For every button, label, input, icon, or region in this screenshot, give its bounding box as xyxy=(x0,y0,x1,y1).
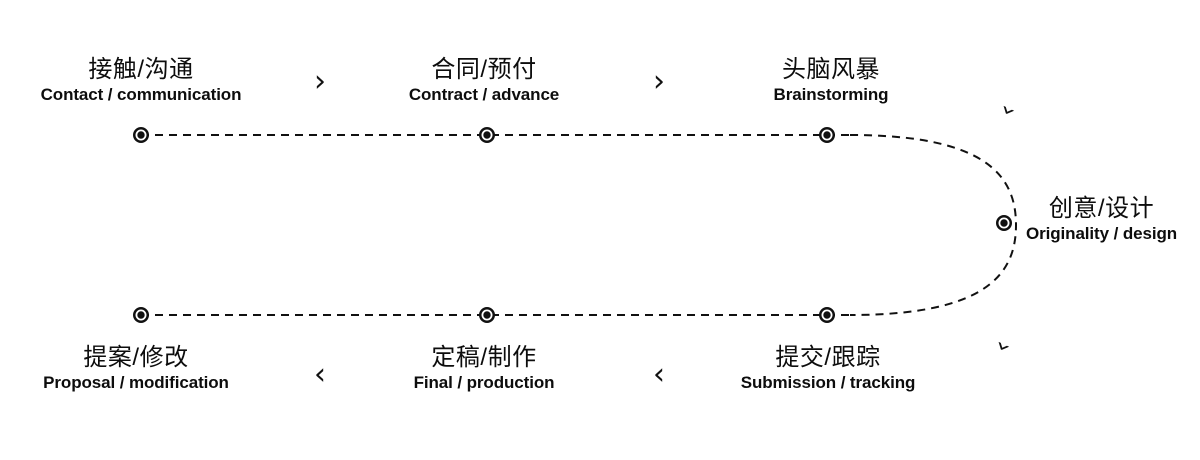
node-core-dot xyxy=(138,312,144,318)
flow-node-3[interactable] xyxy=(819,127,835,143)
chevron-right-2: › xyxy=(653,64,665,99)
node-white-ring xyxy=(481,309,493,321)
step-label-en: Proposal / modification xyxy=(43,372,229,392)
flow-node-7[interactable] xyxy=(133,307,149,323)
dashed-flow-path xyxy=(141,134,1018,316)
node-white-ring xyxy=(481,129,493,141)
flow-node-6[interactable] xyxy=(479,307,495,323)
chevron-left-2: ‹ xyxy=(314,357,326,392)
node-white-ring xyxy=(821,129,833,141)
flow-node-4[interactable] xyxy=(996,215,1012,231)
node-core-dot xyxy=(824,132,830,138)
flow-node-1[interactable] xyxy=(133,127,149,143)
step-label-cn: 创意/设计 xyxy=(1048,195,1155,222)
chevron-right-1: › xyxy=(314,64,326,99)
step-label-en: Submission / tracking xyxy=(740,372,916,392)
step-label-cn: 合同/预付 xyxy=(431,56,537,83)
flow-node-2[interactable] xyxy=(479,127,495,143)
node-core-dot xyxy=(1001,220,1007,226)
node-core-dot xyxy=(824,312,830,318)
node-markers xyxy=(133,127,1012,323)
step-label-en: Contract / advance xyxy=(408,84,560,104)
step-label-en: Contact / communication xyxy=(40,84,242,104)
node-white-ring xyxy=(998,217,1010,229)
step-label-cn: 提交/跟踪 xyxy=(775,344,881,371)
step-label-cn: 接触/沟通 xyxy=(88,56,194,83)
node-white-ring xyxy=(821,309,833,321)
step-label-cn: 头脑风暴 xyxy=(781,56,880,83)
step-label-cn: 定稿/制作 xyxy=(431,344,537,371)
node-white-ring xyxy=(135,309,147,321)
step-label-en: Originality / design xyxy=(1026,223,1178,243)
node-core-dot xyxy=(484,312,490,318)
step-label-cn: 提案/修改 xyxy=(83,344,189,371)
node-core-dot xyxy=(138,132,144,138)
chevron-left-1: ‹ xyxy=(653,357,665,392)
node-core-dot xyxy=(484,132,490,138)
step-label-en: Brainstorming xyxy=(773,84,889,104)
node-white-ring xyxy=(135,129,147,141)
right-uturn-curve xyxy=(849,134,1018,316)
step-label-en: Final / production xyxy=(413,372,555,392)
flow-node-5[interactable] xyxy=(819,307,835,323)
